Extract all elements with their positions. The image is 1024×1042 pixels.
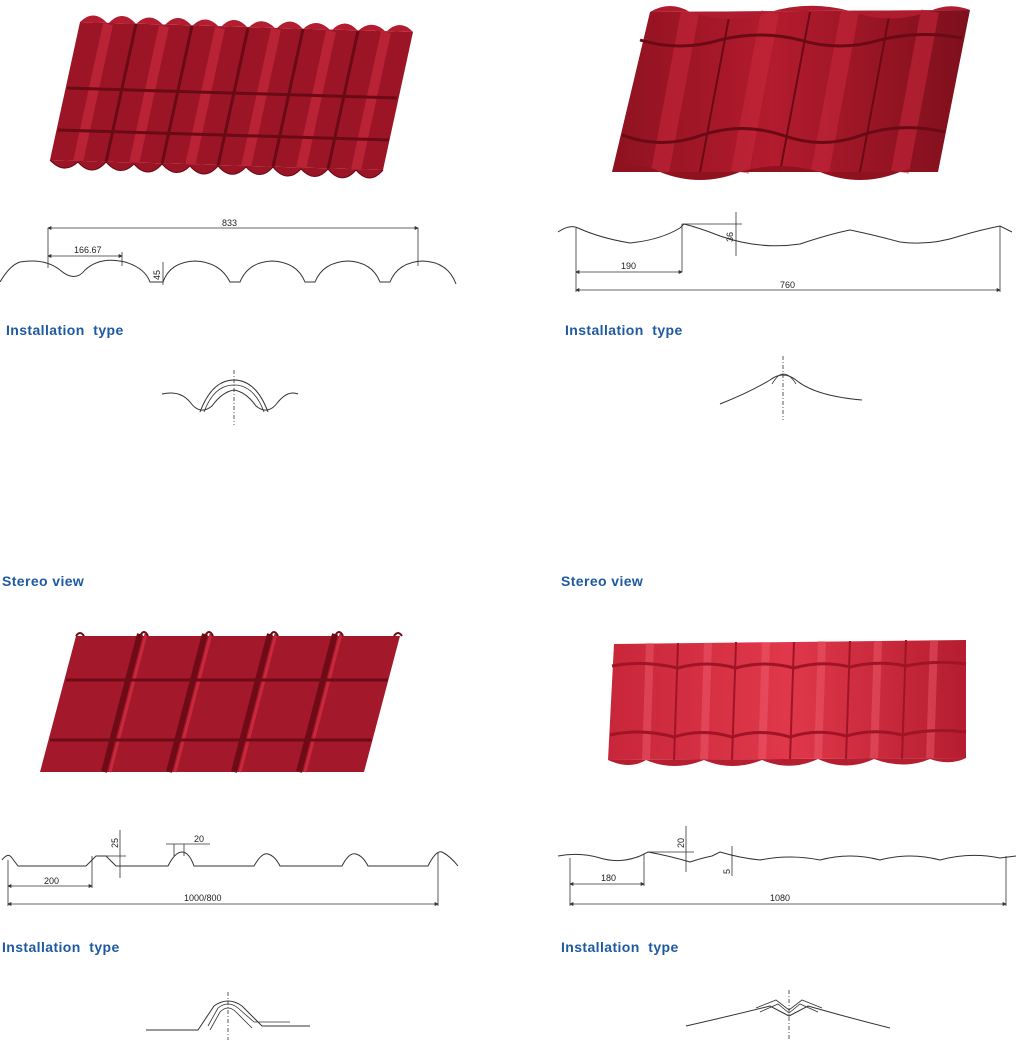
- installation-type-heading-4: Installation type: [561, 939, 679, 955]
- tile-4-profile-drawing: 180 1080 20 5: [557, 826, 1017, 906]
- tile-1-overall-width-label: 833: [222, 218, 237, 228]
- installation-type-heading-2: Installation type: [565, 322, 683, 338]
- tile-2-profile-drawing: 190 760 36: [557, 212, 1013, 292]
- tile-1-height-label: 45: [152, 270, 162, 280]
- tile-3-profile-drawing: 200 1000/800 25 20: [1, 830, 459, 906]
- stereo-view-heading-2: Stereo view: [561, 573, 643, 589]
- tile-1-highlights: [73, 22, 391, 172]
- tile-3-installation-sketch: [146, 992, 310, 1040]
- stereo-view-heading-1: Stereo view: [2, 573, 84, 589]
- tile-1-ribs: [104, 23, 360, 170]
- tile-3-pitch-label: 200: [44, 876, 59, 886]
- tile-4-overall-width-label: 1080: [770, 893, 790, 903]
- tile-2-height-label: 36: [725, 232, 735, 242]
- tile-4-pitch-label: 180: [601, 873, 616, 883]
- tile-2-pitch-label: 190: [621, 261, 636, 271]
- tile-1-profile-drawing: 833 166.67 45: [0, 218, 457, 285]
- tile-4-step-label: 5: [722, 869, 732, 874]
- tile-3-rib-width-label: 20: [194, 834, 204, 844]
- tile-3-height-label: 25: [110, 838, 120, 848]
- tile-2-stereo-view: [612, 5, 970, 180]
- installation-type-heading-3: Installation type: [2, 939, 120, 955]
- tile-2-installation-sketch: [719, 356, 863, 420]
- tile-1-installation-sketch: [161, 370, 299, 425]
- installation-type-heading-1: Installation type: [6, 322, 124, 338]
- tile-4-stereo-view: [608, 639, 967, 766]
- tile-4-installation-sketch: [685, 990, 891, 1040]
- tile-1-stereo-view: [49, 15, 413, 179]
- tile-2-overall-width-label: 760: [780, 280, 795, 290]
- tile-3-stereo-view: [40, 631, 403, 773]
- tile-3-overall-width-label: 1000/800: [184, 893, 222, 903]
- tile-4-height-label: 20: [676, 838, 686, 848]
- tile-1-pitch-label: 166.67: [74, 245, 102, 255]
